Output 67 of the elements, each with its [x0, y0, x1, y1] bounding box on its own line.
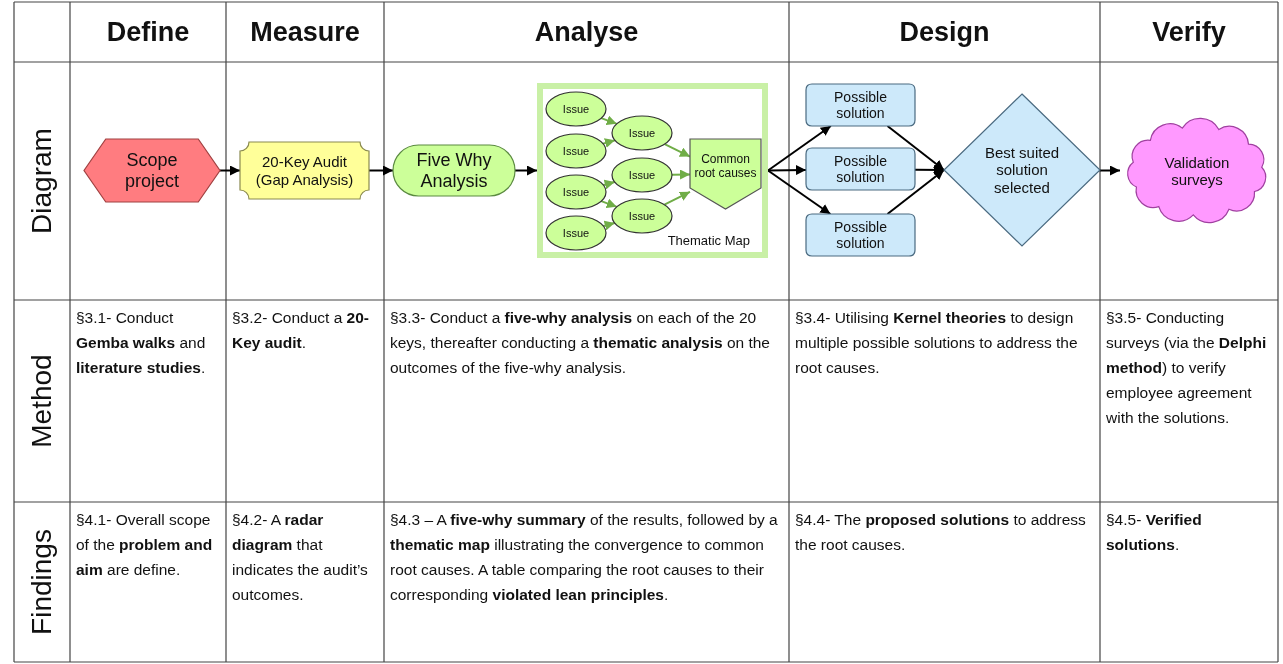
- node-text: Issue: [562, 144, 590, 158]
- arrow: [600, 198, 618, 209]
- node-text: Thematic Map: [667, 234, 750, 249]
- node-text: Issue: [628, 126, 656, 140]
- description-text: §3.4- Utilising Kernel theories to design multiple possible solutions to address the root causes.: [795, 308, 1079, 379]
- issue-ellipse: [546, 92, 606, 126]
- solution-box: [806, 84, 915, 126]
- arrow: [600, 115, 618, 126]
- issue-ellipse: [546, 134, 606, 168]
- column-header: Verify: [1151, 15, 1227, 49]
- root-cause-pentagon: [690, 139, 761, 209]
- arrow: [767, 125, 832, 172]
- process-box: [240, 142, 369, 199]
- node-text: Issue: [562, 185, 590, 199]
- solution-box: [806, 148, 915, 190]
- column-header: Design: [898, 15, 991, 49]
- node-text: Possible solution: [833, 152, 888, 186]
- arrow: [602, 138, 616, 148]
- arrow: [671, 169, 691, 180]
- node-text: Possible solution: [833, 88, 888, 122]
- issue-ellipse: [546, 216, 606, 250]
- arrow: [663, 143, 691, 158]
- issue-ellipse: [612, 116, 672, 150]
- description-text: §3.3- Conduct a five-why analysis on each of the 20 keys, thereafter conducting a thematic analysis on the outcomes of the five-why analysis.: [390, 308, 771, 379]
- issue-ellipse: [546, 175, 606, 209]
- issue-ellipse: [612, 158, 672, 192]
- thematic-map-frame: [537, 83, 768, 258]
- terminal-pill: [393, 145, 515, 196]
- solution-box: [806, 214, 915, 256]
- issue-ellipse: [612, 199, 672, 233]
- arrow: [767, 165, 807, 176]
- arrow: [767, 169, 832, 215]
- row-header: Method: [25, 353, 58, 450]
- arrow: [219, 165, 241, 176]
- arrow: [602, 179, 616, 190]
- column-header: Define: [105, 15, 191, 49]
- node-text: Issue: [628, 209, 656, 223]
- node-text: Issue: [562, 102, 590, 116]
- arrow: [1098, 165, 1121, 176]
- description-text: §3.2- Conduct a 20-Key audit.: [232, 308, 370, 354]
- row-header: Findings: [25, 528, 58, 637]
- node-text: Validation surveys: [1163, 153, 1231, 189]
- node-text: Issue: [628, 168, 656, 182]
- node-text: Five Why Analysis: [415, 149, 493, 192]
- node-text: Possible solution: [833, 218, 888, 252]
- description-text: §3.1- Conduct Gemba walks and literature studies.: [76, 308, 207, 379]
- decision-diamond: [944, 94, 1100, 246]
- column-header: Analyse: [533, 15, 640, 49]
- description-text: §4.2- A radar diagram that indicates the audit’s outcomes.: [232, 510, 369, 606]
- arrow: [886, 169, 945, 215]
- hexagon-node: [84, 139, 220, 202]
- node-text: Common root causes: [693, 153, 758, 181]
- description-text: §3.5- Conducting surveys (via the Delphi method) to verify employee agreement with the solutions.: [1106, 308, 1268, 429]
- description-text: §4.1- Overall scope of the problem and aim are define.: [76, 510, 214, 581]
- arrow: [663, 190, 691, 206]
- node-text: Issue: [562, 226, 590, 240]
- arrow: [886, 125, 945, 171]
- row-header: Diagram: [25, 127, 58, 236]
- arrow: [514, 165, 538, 176]
- description-text: §4.4- The proposed solutions to address the root causes.: [795, 510, 1087, 556]
- description-text: §4.3 – A five-why summary of the results, followed by a thematic map illustrating the convergence to common root causes. A table comparing the root causes to their corresponding violated lean principles.: [390, 510, 779, 606]
- node-text: Best suited solution selected: [983, 144, 1061, 196]
- node-text: 20-Key Audit (Gap Analysis): [254, 153, 355, 188]
- arrow: [602, 220, 616, 231]
- node-text: Scope project: [124, 149, 180, 192]
- description-text: §4.5- Verified solutions.: [1106, 510, 1203, 556]
- column-header: Measure: [249, 15, 361, 49]
